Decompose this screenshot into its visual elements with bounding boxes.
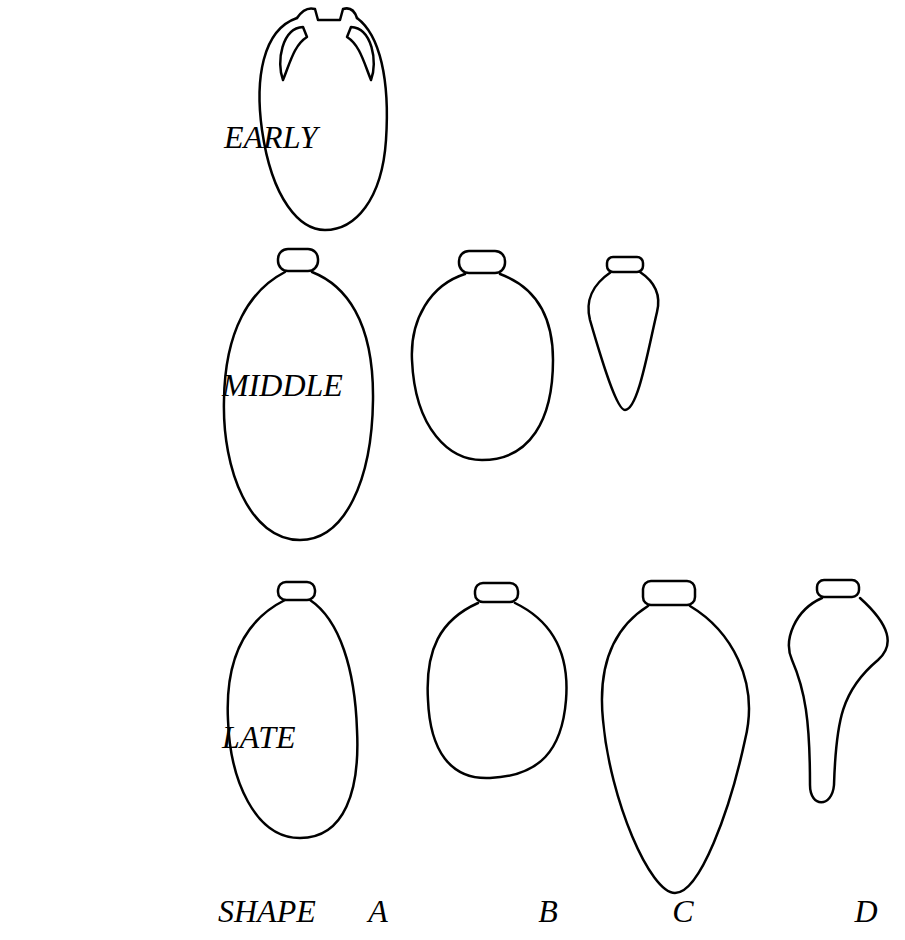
middle-vessel-c — [588, 257, 658, 410]
late-vessel-b — [428, 583, 567, 778]
axis-label: SHAPE — [218, 894, 316, 929]
shape-letter: C — [672, 894, 693, 929]
period-label: EARLY — [224, 120, 318, 155]
shape-letter: D — [854, 894, 877, 929]
period-label: MIDDLE — [222, 368, 343, 403]
shape-letter: A — [368, 894, 388, 929]
early-vessel — [260, 8, 387, 230]
late-vessel-d — [789, 580, 888, 802]
shape-letter: B — [538, 894, 558, 929]
period-label: LATE — [222, 720, 296, 755]
late-vessel-c — [602, 581, 749, 893]
late-vessel-a — [228, 582, 358, 838]
middle-vessel-b — [412, 251, 553, 460]
